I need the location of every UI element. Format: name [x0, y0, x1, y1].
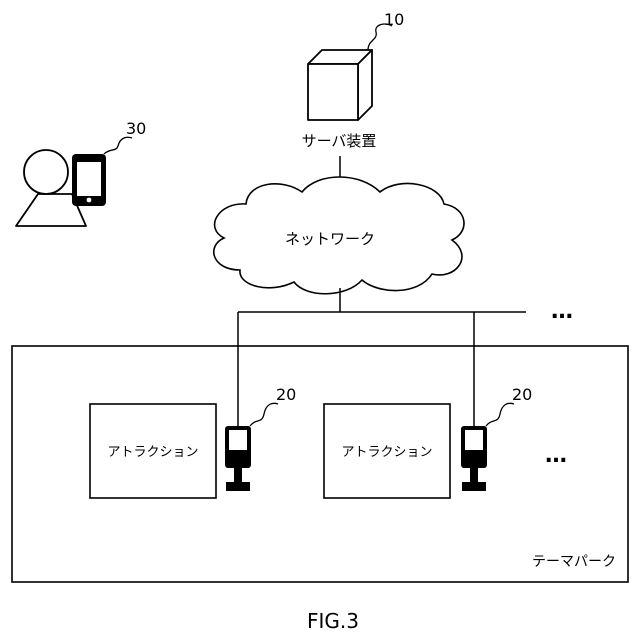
server-front-face: [308, 64, 358, 120]
attraction-label-2: アトラクション: [341, 445, 432, 460]
terminal-1-stand: [234, 468, 242, 482]
terminal-2-stand: [470, 468, 478, 482]
bus-continuation-mark: …: [551, 299, 573, 324]
attraction-continuation-mark: …: [545, 443, 567, 468]
user-ref: 30: [126, 119, 146, 138]
kiosk-terminal-icon: [225, 426, 251, 491]
kiosk-terminal-icon: [461, 426, 487, 491]
server-ref: 10: [384, 10, 404, 29]
figure-label: FIG.3: [307, 609, 359, 633]
terminal-2-ref-leader: [486, 403, 514, 426]
terminal-2-ref: 20: [512, 385, 532, 404]
user-ref-leader: [104, 137, 132, 154]
terminal-2-base: [462, 482, 486, 491]
terminal-1-base: [226, 482, 250, 491]
user-head: [24, 150, 68, 194]
smartphone-home-button: [87, 198, 92, 203]
terminal-1-ref: 20: [276, 385, 296, 404]
network-label: ネットワーク: [285, 230, 375, 248]
theme-park-label: テーマパーク: [532, 554, 616, 570]
terminal-2-screen: [465, 430, 483, 450]
smartphone-screen: [77, 162, 101, 196]
terminal-1-ref-leader: [250, 403, 278, 426]
server-device: [308, 50, 372, 120]
server-label: サーバ装置: [302, 132, 377, 150]
terminal-1-screen: [229, 430, 247, 450]
smartphone-icon: [72, 154, 106, 206]
attraction-label-1: アトラクション: [107, 445, 198, 460]
